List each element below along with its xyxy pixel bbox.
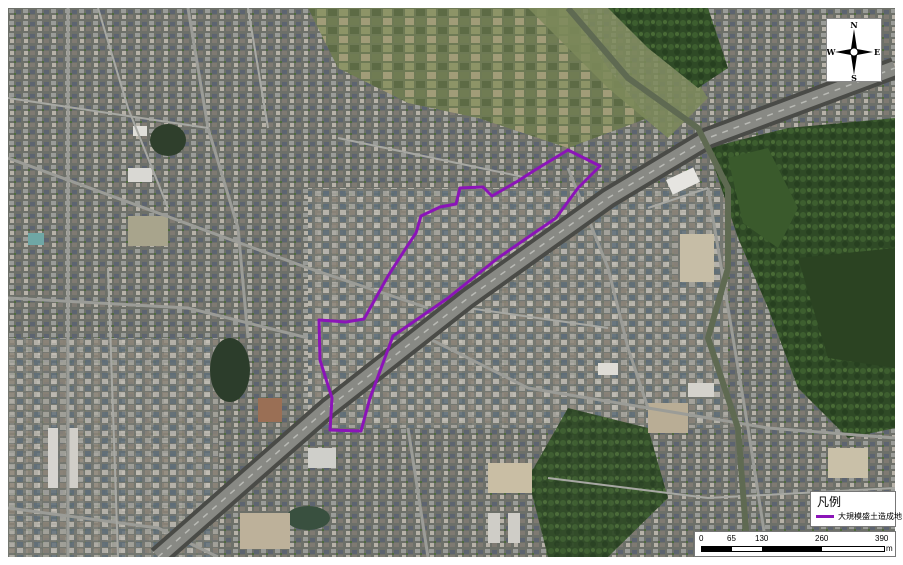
scale-segment-dark (762, 547, 822, 551)
scale-track (701, 546, 885, 552)
legend-entry: 大規模盛土造成地 (816, 511, 902, 522)
scale-unit-label: m (886, 544, 893, 553)
scale-bar: 0 65 130 260 390 m (694, 531, 896, 557)
compass-north-label: N (850, 20, 857, 30)
north-arrow-compass: N S W E (826, 18, 882, 82)
scale-segment-dark (702, 547, 732, 551)
scale-tick-label: 390 (875, 534, 889, 543)
map-legend: 凡例 大規模盛土造成地 (810, 491, 902, 527)
legend-entry-label: 大規模盛土造成地 (838, 512, 902, 521)
aerial-map[interactable] (8, 8, 895, 557)
compass-rose-icon: N S W E (827, 20, 880, 81)
scale-tick-label: 260 (815, 534, 829, 543)
legend-line-swatch (816, 515, 834, 518)
scale-tick-label: 0 (699, 534, 704, 543)
compass-east-label: E (874, 47, 880, 57)
compass-south-label: S (851, 73, 857, 81)
legend-title: 凡例 (817, 495, 842, 509)
scale-tick-label: 130 (755, 534, 769, 543)
large-scale-fill-boundary (317, 148, 602, 433)
compass-west-label: W (827, 47, 837, 57)
aerial-photo-layer (8, 8, 895, 557)
scale-tick-label: 65 (727, 534, 736, 543)
